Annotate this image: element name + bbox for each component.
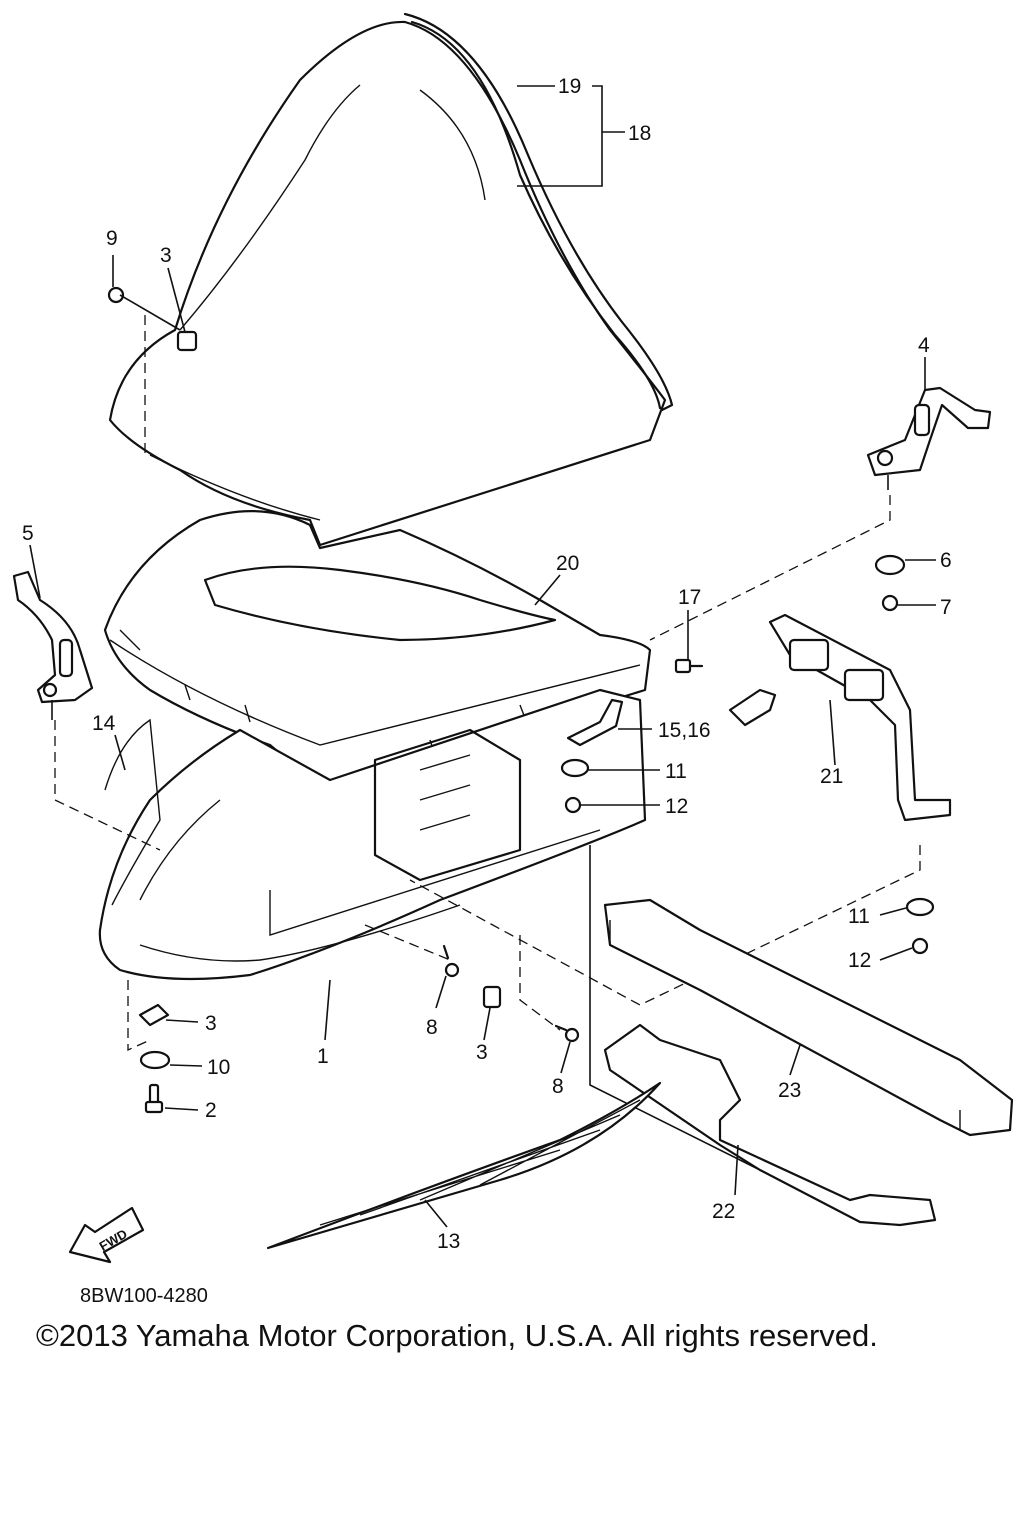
callout-5: 5 xyxy=(22,522,34,545)
callout-11-center: 11 xyxy=(665,760,687,783)
exploded-parts-diagram: FWD 19 18 9 3 4 xyxy=(12,12,1014,1264)
callout-labels: 19 18 9 3 4 5 20 6 17 7 14 15,16 11 21 1… xyxy=(22,75,952,1253)
callout-10: 10 xyxy=(207,1056,230,1079)
callout-9: 9 xyxy=(106,227,118,250)
nut-7 xyxy=(881,594,899,612)
foam-pad-23 xyxy=(603,898,1014,1137)
callout-1: 1 xyxy=(317,1045,329,1068)
nut-3-left xyxy=(138,1003,170,1027)
callout-21: 21 xyxy=(820,765,843,788)
bracket-5 xyxy=(12,570,94,720)
callout-12-right: 12 xyxy=(848,949,871,972)
bracket-21 xyxy=(728,613,952,822)
center-align xyxy=(364,924,561,1031)
callout-3-top: 3 xyxy=(160,244,172,267)
copyright-notice: ©2013 Yamaha Motor Corporation, U.S.A. A… xyxy=(36,1318,878,1353)
foam-pad-22 xyxy=(603,1023,937,1227)
nut-3-top xyxy=(176,330,198,352)
callout-20: 20 xyxy=(556,552,579,575)
fwd-arrow-icon: FWD xyxy=(68,1206,145,1264)
windshield xyxy=(108,12,674,547)
nut-12-center xyxy=(564,796,582,814)
callout-13: 13 xyxy=(437,1230,460,1253)
bracket-5-align xyxy=(54,720,161,851)
callout-19: 19 xyxy=(558,75,581,98)
bracket-21-align xyxy=(409,845,921,1006)
callout-3-left: 3 xyxy=(205,1012,217,1035)
grommet-10 xyxy=(139,1050,171,1070)
bolt-2 xyxy=(144,1083,164,1114)
bracket-15-16 xyxy=(566,698,624,747)
side-panel-14 xyxy=(104,718,161,906)
callout-15-16: 15,16 xyxy=(658,719,711,742)
bracket-4 xyxy=(866,386,992,490)
leader-lines xyxy=(29,85,936,1228)
callout-22: 22 xyxy=(712,1200,735,1223)
bolt-8-left xyxy=(442,944,460,978)
grommet-6 xyxy=(874,554,906,576)
windshield-bolt-9 xyxy=(107,286,181,331)
grommet-11-center xyxy=(560,758,590,778)
nut-3-center xyxy=(482,985,502,1009)
bracket-4-align xyxy=(649,495,891,641)
grommet-11-right xyxy=(905,897,935,917)
callout-23: 23 xyxy=(778,1079,801,1102)
pad-22-leader xyxy=(589,845,761,1171)
callout-7: 7 xyxy=(940,596,952,619)
hood-lower xyxy=(98,688,647,981)
callout-11-right: 11 xyxy=(848,905,870,928)
callout-18: 18 xyxy=(628,122,651,145)
callout-12-center: 12 xyxy=(665,795,688,818)
bolt-8-right xyxy=(554,1024,580,1043)
callout-14: 14 xyxy=(92,712,116,735)
callout-3-center: 3 xyxy=(476,1041,488,1064)
callout-8-right: 8 xyxy=(552,1075,564,1098)
diagram-code: 8BW100-4280 xyxy=(80,1285,208,1307)
callout-4: 4 xyxy=(918,334,930,357)
callout-8-left: 8 xyxy=(426,1016,438,1039)
callout-2: 2 xyxy=(205,1099,217,1122)
lower-left-align xyxy=(127,980,151,1052)
bolt-17 xyxy=(674,658,704,674)
callout-17: 17 xyxy=(678,586,701,609)
nut-12-right xyxy=(911,937,929,955)
callout-6: 6 xyxy=(940,549,952,572)
decal-13 xyxy=(266,1081,662,1250)
